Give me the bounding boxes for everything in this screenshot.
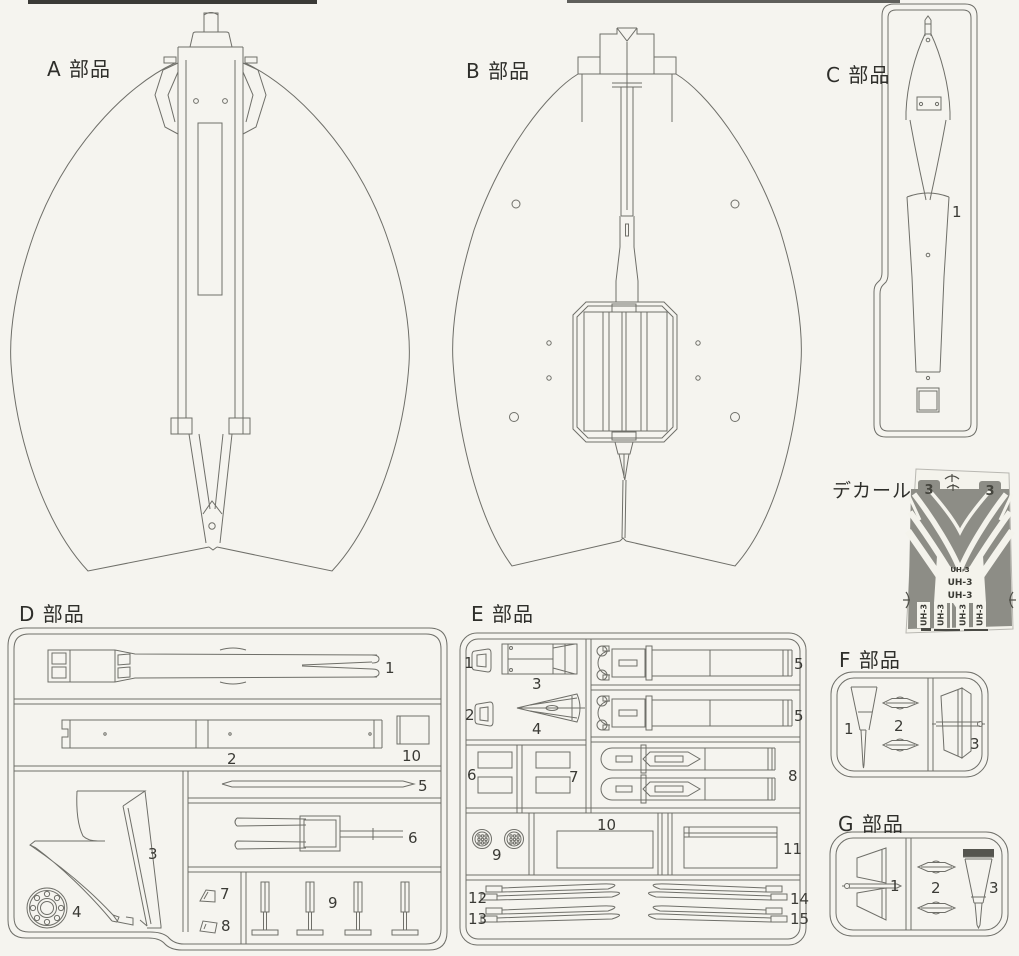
part-f3-drawing <box>932 687 985 760</box>
part-c1-drawing <box>905 15 951 413</box>
part-e14-drawing <box>648 883 788 901</box>
part-label-d1: 1 <box>385 659 395 677</box>
part-d10-drawing <box>396 715 430 745</box>
part-e11-drawing <box>683 826 778 869</box>
part-d2-drawing <box>61 719 383 749</box>
part-label-d4: 4 <box>72 903 82 921</box>
part-label-e5a: 5 <box>794 655 804 673</box>
section-title-b: B 部品 <box>466 59 531 83</box>
part-label-d5: 5 <box>418 777 428 795</box>
part-e2-drawing <box>474 701 494 727</box>
sprue-c-drawing <box>873 3 978 438</box>
part-label-c1: 1 <box>952 203 962 221</box>
part-d7-drawing <box>199 889 216 903</box>
part-d1-drawing <box>47 647 380 685</box>
scan-artifacts <box>28 0 900 4</box>
part-label-e7: 7 <box>569 768 579 786</box>
part-label-e6: 6 <box>467 766 477 784</box>
part-label-e3: 3 <box>532 675 542 693</box>
part-label-g1: 1 <box>890 877 900 895</box>
part-e5a-drawing <box>596 645 793 681</box>
part-label-e14: 14 <box>790 890 810 908</box>
part-f1-drawing <box>850 686 878 769</box>
part-e8-drawing <box>600 744 776 804</box>
part-label-f3: 3 <box>970 735 980 753</box>
part-e1-drawing <box>471 648 492 673</box>
section-title-c: C 部品 <box>826 63 891 87</box>
part-d6-drawing <box>234 815 403 852</box>
decal-plane-icons <box>903 474 1016 609</box>
decal-sheet-drawing: 3 3 UH-3 UH-3 UH-3 UH-3 UH-3 UH-3 UH-3 <box>903 468 1016 634</box>
section-title-a: A 部品 <box>47 57 112 81</box>
part-e15-drawing <box>648 905 788 923</box>
part-label-d6: 6 <box>408 829 418 847</box>
part-e6-drawing <box>477 751 513 794</box>
part-label-e15: 15 <box>790 910 810 928</box>
part-label-e13: 13 <box>468 910 488 928</box>
part-g3-drawing <box>963 849 994 930</box>
decal-fine-print <box>921 628 988 631</box>
decal-code-v1: UH-3 <box>920 604 929 626</box>
decal-code-2: UH-3 <box>948 578 973 588</box>
part-f2-drawing <box>881 696 920 752</box>
part-e5b-drawing <box>596 695 793 731</box>
decal-code-v4: UH-3 <box>976 604 985 626</box>
tray-f-drawing <box>830 671 989 778</box>
part-d4-drawing <box>26 887 68 929</box>
part-label-e4: 4 <box>532 720 542 738</box>
part-label-e2: 2 <box>465 706 475 724</box>
part-e3-drawing <box>501 643 578 675</box>
decal-code-v2: UH-3 <box>937 604 946 626</box>
part-label-d9: 9 <box>328 894 338 912</box>
part-label-e10: 10 <box>597 816 617 834</box>
section-title-g: G 部品 <box>838 812 904 836</box>
part-d9-drawing <box>251 881 419 936</box>
sprue-a-drawing <box>10 12 410 572</box>
decal-code-v3: UH-3 <box>959 604 968 626</box>
part-g1-drawing <box>842 847 903 921</box>
part-label-d8: 8 <box>221 917 231 935</box>
sprue-b-drawing <box>452 27 802 567</box>
part-label-d2: 2 <box>227 750 237 768</box>
decal-code-1: UH-3 <box>950 566 969 574</box>
tray-g-drawing <box>829 831 1009 937</box>
part-e4-drawing <box>516 693 585 723</box>
part-label-e8: 8 <box>788 767 798 785</box>
part-label-d7: 7 <box>220 885 230 903</box>
decal-code-3: UH-3 <box>948 591 973 601</box>
part-label-f2: 2 <box>894 717 904 735</box>
part-label-d10: 10 <box>402 747 422 765</box>
part-label-e1: 1 <box>464 654 474 672</box>
part-g2-drawing <box>916 860 957 915</box>
part-label-d3: 3 <box>148 845 158 863</box>
part-e12-drawing <box>480 883 620 901</box>
part-label-e11: 11 <box>783 840 803 858</box>
part-e7-drawing <box>535 751 571 794</box>
section-title-f: F 部品 <box>839 648 901 672</box>
section-title-decal: デカール <box>832 480 913 502</box>
part-label-g2: 2 <box>931 879 941 897</box>
part-d3-drawing <box>29 790 162 929</box>
part-e9-drawing <box>472 829 524 849</box>
part-d8-drawing <box>199 920 218 934</box>
decal-number-left: 3 <box>924 483 933 498</box>
part-label-g3: 3 <box>989 879 999 897</box>
decal-number-right: 3 <box>985 484 994 499</box>
part-label-e9: 9 <box>492 846 502 864</box>
part-e10-drawing <box>556 830 654 869</box>
tray-d-drawing <box>7 627 448 951</box>
section-title-e: E 部品 <box>471 602 534 626</box>
tray-e-drawing <box>459 632 807 946</box>
section-title-d: D 部品 <box>19 602 85 626</box>
part-label-e12: 12 <box>468 889 488 907</box>
part-label-f1: 1 <box>844 720 854 738</box>
part-e13-drawing <box>480 905 620 923</box>
part-label-e5b: 5 <box>794 707 804 725</box>
part-d5-drawing <box>221 780 416 788</box>
